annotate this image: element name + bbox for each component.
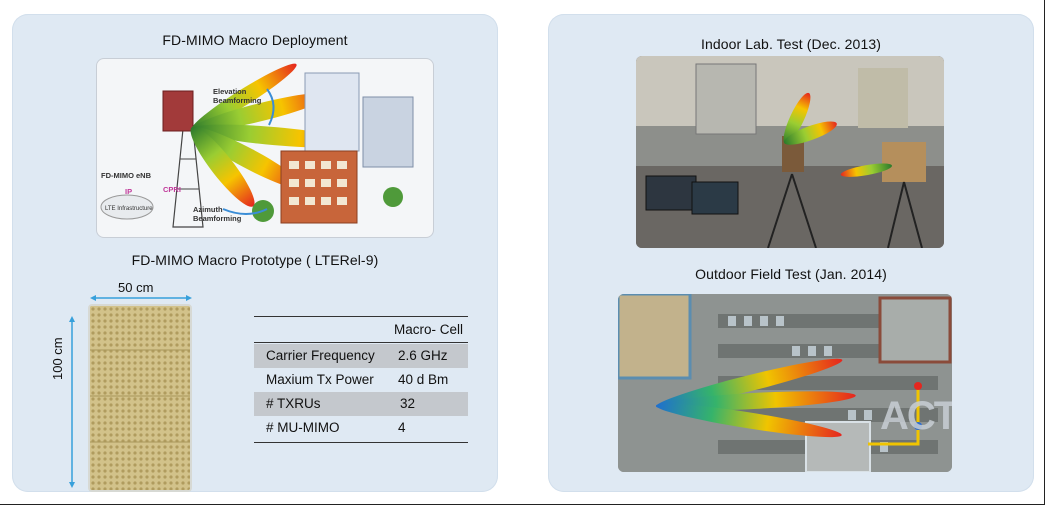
table-row: Maxium Tx Power 40 d Bm <box>254 368 468 392</box>
table-cell-value: 2.6 GHz <box>398 348 448 363</box>
width-label: 50 cm <box>118 280 154 295</box>
ip-label: IP <box>125 187 133 196</box>
test-panel: Indoor Lab. Test (Dec. 2013) <box>548 14 1034 492</box>
table-cell-value: 32 <box>400 396 416 411</box>
table-header-rule <box>254 342 468 343</box>
dimension-arrows <box>69 295 192 488</box>
table-cell-name: # TXRUs <box>266 396 321 411</box>
height-label: 100 cm <box>50 337 65 380</box>
table-cell-name: # MU-MIMO <box>266 420 340 435</box>
table-bottom-rule <box>254 442 468 443</box>
table-top-rule <box>254 316 468 317</box>
table-cell-name: Maxium Tx Power <box>266 372 374 387</box>
table-cell-name: Carrier Frequency <box>266 348 375 363</box>
table-header: Macro- Cell <box>394 322 464 337</box>
table-row: Carrier Frequency 2.6 GHz <box>254 344 468 368</box>
field-test-photo: ACT <box>618 294 952 472</box>
deployment-panel: FD-MIMO Macro Deployment <box>12 14 498 492</box>
table-header-row: Macro- Cell <box>254 318 468 342</box>
lab-test-title: Indoor Lab. Test (Dec. 2013) <box>701 36 881 52</box>
antenna-panel-photo <box>88 304 192 492</box>
enb-label: FD-MIMO eNB <box>101 171 151 180</box>
field-test-title: Outdoor Field Test (Jan. 2014) <box>695 266 887 282</box>
table-row: # TXRUs 32 <box>254 392 468 416</box>
lab-test-photo <box>636 56 944 248</box>
watermark-text: ACT <box>880 394 952 438</box>
table-cell-value: 4 <box>398 420 406 435</box>
table-row: # MU-MIMO 4 <box>254 416 468 440</box>
deployment-title: FD-MIMO Macro Deployment <box>162 32 348 48</box>
azimuth-label: Azimuth Beamforming <box>193 205 242 223</box>
deployment-illustration: Elevation Beamforming Azimuth Beamformin… <box>96 58 434 238</box>
elevation-label: Elevation Beamforming <box>213 87 262 105</box>
table-cell-value: 40 d Bm <box>398 372 449 387</box>
cpri-label: CPRI <box>163 185 181 194</box>
lte-infrastructure-label: LTE Infrastructure <box>105 206 153 212</box>
prototype-title: FD-MIMO Macro Prototype ( LTERel-9) <box>131 252 379 268</box>
